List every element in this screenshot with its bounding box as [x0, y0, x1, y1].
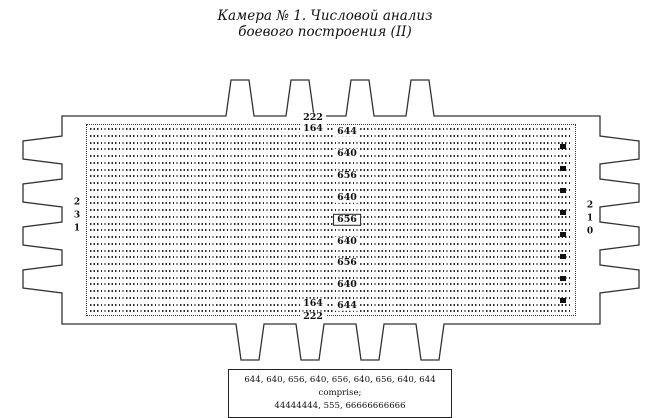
- comb-rows-area: [86, 124, 576, 316]
- row-label-3: 656: [334, 170, 360, 182]
- row-label-6: 640: [334, 236, 360, 248]
- right-digit-2: 1: [586, 213, 594, 224]
- row-end-marker: [560, 276, 566, 281]
- dotted-row: [90, 175, 572, 178]
- dotted-row: [90, 215, 572, 218]
- row-end-marker: [560, 210, 566, 215]
- dotted-row: [90, 161, 572, 164]
- row-label-1: 644: [334, 126, 360, 138]
- row-end-marker: [560, 254, 566, 259]
- dotted-row: [90, 236, 572, 238]
- dotted-row: [90, 168, 572, 171]
- dotted-row: [90, 148, 572, 151]
- dotted-row: [90, 229, 572, 232]
- row-label-5-center: 656: [333, 213, 361, 227]
- left-digit-3: 1: [73, 223, 81, 234]
- dotted-row: [90, 128, 572, 130]
- row-end-marker: [560, 166, 566, 171]
- dotted-row: [90, 242, 572, 245]
- row-end-marker: [560, 232, 566, 237]
- dotted-row: [90, 303, 572, 306]
- dotted-row: [90, 188, 572, 191]
- figure-title-line1: Камера № 1. Числовой анализ: [217, 8, 433, 24]
- dotted-row: [90, 222, 572, 225]
- dotted-row: [90, 283, 572, 286]
- row-label-2: 640: [334, 148, 360, 160]
- right-digit-1: 2: [586, 200, 594, 211]
- count-label-bottom-222: 222: [300, 311, 326, 323]
- dotted-row: [90, 134, 572, 137]
- dotted-row: [90, 141, 572, 144]
- row-end-marker: [560, 298, 566, 303]
- dotted-row: [90, 202, 572, 205]
- row-label-8: 640: [334, 279, 360, 291]
- dotted-row: [90, 256, 572, 259]
- dotted-row: [90, 290, 572, 292]
- dotted-row: [90, 249, 572, 252]
- row-end-marker: [560, 188, 566, 193]
- dotted-row: [90, 155, 572, 157]
- caption-line1: 644, 640, 656, 640, 656, 640, 656, 640, …: [244, 375, 436, 398]
- dotted-row: [90, 195, 572, 198]
- caption-line2: 44444444, 555, 66666666666: [274, 400, 406, 411]
- row-label-4: 640: [334, 192, 360, 204]
- left-digit-2: 3: [73, 210, 81, 221]
- figure-title: Камера № 1. Числовой анализ боевого пост…: [0, 8, 650, 40]
- count-label-bottom-164: 164: [300, 298, 326, 310]
- dotted-row: [90, 296, 572, 299]
- count-label-top-222: 222: [300, 112, 326, 124]
- left-digit-1: 2: [73, 197, 81, 208]
- dotted-row: [90, 310, 572, 313]
- right-digit-3: 0: [586, 226, 594, 237]
- dotted-row: [90, 209, 572, 211]
- dotted-row: [90, 263, 572, 265]
- caption-box: 644, 640, 656, 640, 656, 640, 656, 640, …: [228, 369, 452, 418]
- dotted-row: [90, 276, 572, 279]
- row-end-marker: [560, 144, 566, 149]
- figure-title-line2: боевого построения (II): [238, 24, 412, 41]
- dotted-row: [90, 182, 572, 184]
- dotted-row: [90, 269, 572, 272]
- count-label-top-164: 164: [300, 123, 326, 135]
- row-label-9: 644: [334, 300, 360, 312]
- row-label-7: 656: [334, 257, 360, 269]
